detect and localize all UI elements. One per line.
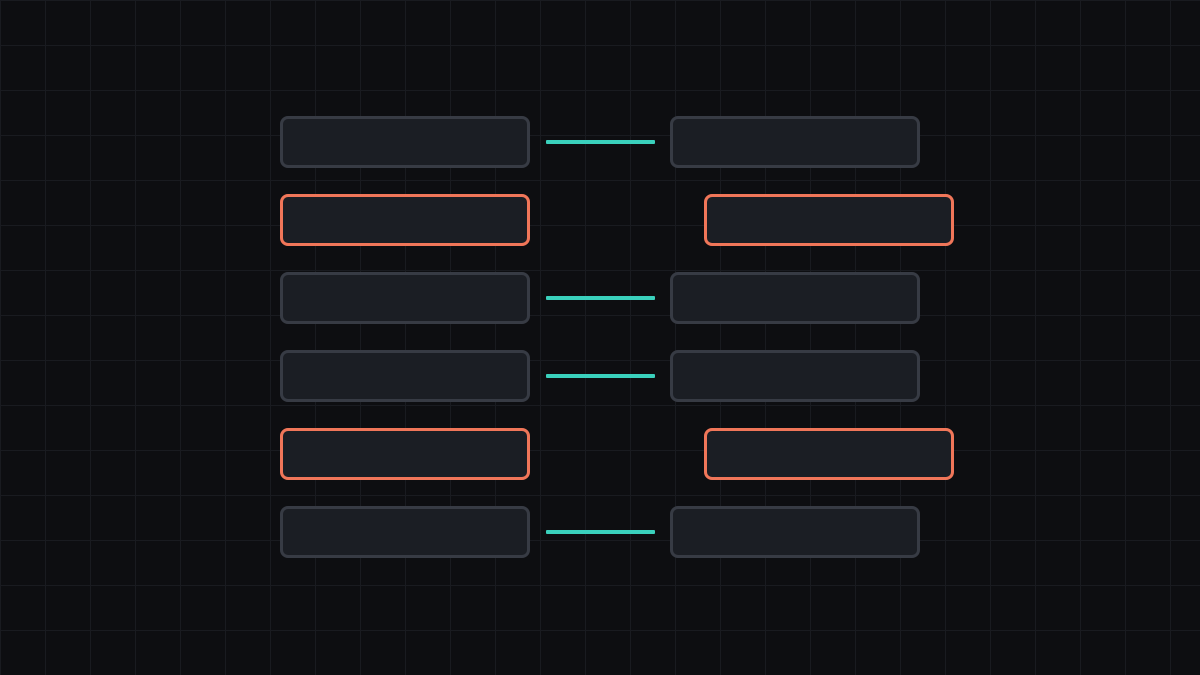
left-item-1 <box>280 116 530 168</box>
right-item-4 <box>670 350 920 402</box>
left-item-6 <box>280 506 530 558</box>
match-connector-3 <box>546 296 655 300</box>
match-connector-6 <box>546 530 655 534</box>
match-connector-4 <box>546 374 655 378</box>
left-item-3 <box>280 272 530 324</box>
match-connector-1 <box>546 140 655 144</box>
right-item-5-mismatch <box>704 428 954 480</box>
left-item-4 <box>280 350 530 402</box>
right-item-6 <box>670 506 920 558</box>
right-item-3 <box>670 272 920 324</box>
right-item-2-mismatch <box>704 194 954 246</box>
left-item-5-mismatch <box>280 428 530 480</box>
left-item-2-mismatch <box>280 194 530 246</box>
right-item-1 <box>670 116 920 168</box>
